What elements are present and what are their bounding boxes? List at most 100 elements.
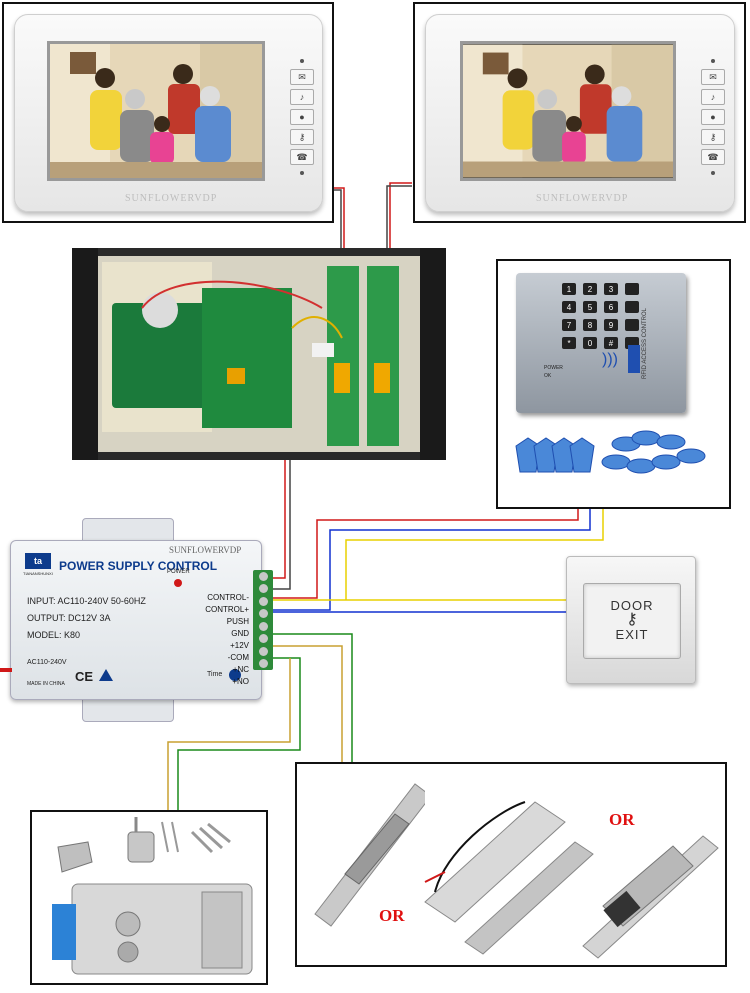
monitor-1-brand: SUNFLOWERVDP (125, 193, 218, 204)
monitor-1-message-button[interactable]: ✉ (290, 69, 314, 85)
monitor-2-brand: SUNFLOWERVDP (536, 193, 629, 204)
wire-no-olive (167, 658, 291, 810)
keypad-key[interactable]: 3 (604, 283, 618, 295)
key-icon: ⚷ (709, 131, 717, 142)
keypad-key[interactable]: 5 (583, 301, 597, 313)
keypad-key-blank[interactable] (625, 301, 639, 313)
key-icon: ⚷ (298, 131, 306, 142)
monitor-2-message-button[interactable]: ✉ (701, 69, 725, 85)
keypad-key-blank[interactable] (625, 319, 639, 331)
psu-time-knob[interactable] (229, 669, 241, 681)
psu-ac-cable (0, 668, 12, 672)
psu-title: POWER SUPPLY CONTROL (59, 559, 218, 573)
keypad-key[interactable]: 0 (583, 337, 597, 349)
keypad-key[interactable]: 7 (562, 319, 576, 331)
keypad-key[interactable]: 4 (562, 301, 576, 313)
psu-logo: ta (25, 553, 51, 569)
speaker-icon: ♪ (299, 92, 305, 102)
keypad-key[interactable]: * (562, 337, 576, 349)
keypad-key[interactable]: 1 (562, 283, 576, 295)
or-label-1: OR (379, 906, 405, 925)
monitor-2-talk-button[interactable]: ☎ (701, 149, 725, 165)
wire-com-olive (265, 645, 343, 762)
exit-button-line1: DOOR (610, 598, 654, 613)
indoor-monitor-2-frame: ✉ ♪ ● ⚷ ☎ SUNFLOWERVDP (413, 2, 746, 223)
monitor-2-volume-button[interactable]: ♪ (701, 89, 725, 105)
monitor-2-unlock-button[interactable]: ⚷ (701, 129, 725, 145)
wire-keypad-yellow (345, 508, 604, 600)
key-icon: ⚷ (626, 611, 638, 628)
terminal-push: PUSH (226, 617, 249, 626)
rfid-tags (515, 430, 706, 474)
keypad-key[interactable]: 8 (583, 319, 597, 331)
rfid-keypad-frame: 1 2 3 4 5 6 7 8 9 * 0 # POWER OK ))) RFI… (496, 259, 731, 509)
exit-button-line2: EXIT (615, 627, 649, 642)
warning-icon (99, 669, 113, 681)
rfid-keypad: 1 2 3 4 5 6 7 8 9 * 0 # POWER OK ))) RFI… (516, 273, 686, 413)
monitor-1-talk-button[interactable]: ☎ (290, 149, 314, 165)
wire-keypad-blue (265, 508, 591, 611)
psu-made-in: MADE IN CHINA (27, 681, 65, 687)
bolt-lock (582, 835, 719, 959)
rfid-wave-icon: ))) (602, 351, 618, 368)
psu-ce-mark: CE (75, 669, 94, 684)
wire-monitor1-red (333, 187, 345, 268)
psu-power-led (174, 579, 182, 587)
psu-terminal-block (253, 570, 273, 670)
monitor-2-led (711, 59, 715, 63)
terminal-no: +NO (232, 677, 249, 686)
monitor-1-mic (300, 171, 304, 175)
terminal-nc: +NC (232, 665, 249, 674)
indoor-monitor-1-frame: ✉ ♪ ● ⚷ ☎ SUNFLOWERVDP (2, 2, 334, 223)
psu-logo-text: TIANANSHUNXI (23, 571, 53, 576)
terminal-12v: +12V (230, 641, 249, 650)
wire-monitor2-red (389, 182, 412, 268)
wire-no-green (177, 657, 301, 810)
psu-input: INPUT: AC110-240V 50-60HZ (27, 596, 146, 606)
or-label-2: OR (609, 810, 635, 829)
psu-ac-label: AC110-240V (27, 659, 67, 666)
keypad-key[interactable]: 9 (604, 319, 618, 331)
psu-terminal-labels: CONTROL- CONTROL+ PUSH GND +12V -COM +NC… (171, 591, 249, 691)
keypad-key[interactable]: 2 (583, 283, 597, 295)
monitor-2-mic (711, 171, 715, 175)
terminal-control-minus: CONTROL- (207, 593, 249, 602)
power-supply: ta TIANANSHUNXI POWER SUPPLY CONTROL SUN… (0, 518, 275, 722)
monitor-2-screen (460, 41, 676, 181)
psu-brand: SUNFLOWERVDP (169, 545, 242, 555)
monitor-1-unlock-button[interactable]: ⚷ (290, 129, 314, 145)
exit-button-panel: DOOR ⚷ EXIT (566, 556, 696, 684)
lock-options-frame: OR OR (295, 762, 727, 967)
envelope-icon: ✉ (298, 71, 306, 82)
wire-com-green (265, 633, 353, 762)
psu-bottom-tab (82, 696, 174, 722)
monitor-1-screen (47, 41, 265, 181)
keypad-side-text: RFID ACCESS CONTROL (642, 307, 648, 379)
terminal-com: -COM (227, 653, 249, 662)
psu-power-label: POWER (167, 569, 190, 575)
wire-monitor2-dark (386, 185, 412, 268)
monitor-1-monitor-button[interactable]: ● (290, 109, 314, 125)
strike-lock (314, 783, 425, 927)
keypad-ok-led: OK (544, 373, 552, 379)
keypad-key[interactable]: 6 (604, 301, 618, 313)
psu-output: OUTPUT: DC12V 3A (27, 613, 111, 623)
rfid-card-icon (628, 345, 640, 373)
phone-icon: ☎ (296, 151, 308, 162)
monitor-1-keypad: ✉ ♪ ● ⚷ ☎ (290, 57, 314, 177)
exit-button[interactable]: DOOR ⚷ EXIT (583, 583, 681, 659)
psu-time-label: Time (207, 671, 223, 678)
keypad-key[interactable]: # (604, 337, 618, 349)
speaker-icon: ♪ (710, 92, 716, 102)
terminal-gnd: GND (231, 629, 249, 638)
monitor-2-keypad: ✉ ♪ ● ⚷ ☎ (701, 57, 725, 177)
indoor-monitor-2: ✉ ♪ ● ⚷ ☎ SUNFLOWERVDP (425, 14, 735, 212)
monitor-1-volume-button[interactable]: ♪ (290, 89, 314, 105)
psu-model: MODEL: K80 (27, 630, 81, 640)
monitor-2-monitor-button[interactable]: ● (701, 109, 725, 125)
wire-monitor1-dark (333, 189, 342, 268)
person-icon: ● (299, 112, 305, 122)
person-icon: ● (710, 112, 716, 122)
keypad-key-blank[interactable] (625, 283, 639, 295)
